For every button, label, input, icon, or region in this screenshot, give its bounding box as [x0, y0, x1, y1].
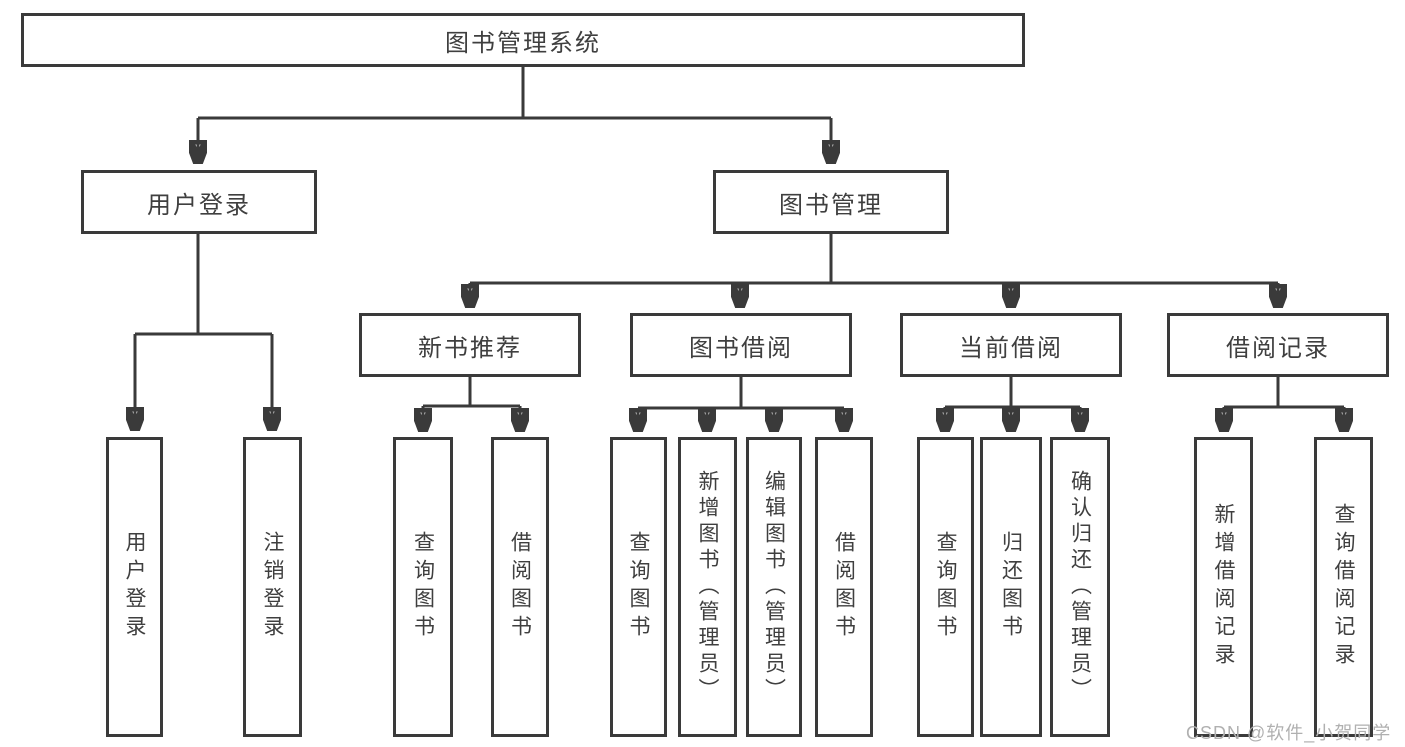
- node-user-login: 用户登录: [81, 170, 317, 234]
- leaf-borrow-add-books-admin: 新增图书（管理员）: [678, 437, 737, 737]
- node-new-book-recommend: 新书推荐: [359, 313, 581, 377]
- watermark: CSDN @软件_小贺同学: [1186, 723, 1392, 743]
- node-current-borrow: 当前借阅: [900, 313, 1122, 377]
- leaf-current-query-books: 查询图书: [917, 437, 974, 737]
- node-book-management: 图书管理: [713, 170, 949, 234]
- leaf-recommend-query-books: 查询图书: [393, 437, 453, 737]
- leaf-records-query-record: 查询借阅记录: [1314, 437, 1373, 737]
- leaf-records-add-record: 新增借阅记录: [1194, 437, 1253, 737]
- leaf-borrow-edit-books-admin: 编辑图书（管理员）: [746, 437, 802, 737]
- leaf-recommend-borrow-books: 借阅图书: [491, 437, 549, 737]
- node-book-borrow: 图书借阅: [630, 313, 852, 377]
- node-borrow-records: 借阅记录: [1167, 313, 1389, 377]
- leaf-current-return-books: 归还图书: [980, 437, 1042, 737]
- node-root: 图书管理系统: [21, 13, 1025, 67]
- leaf-current-confirm-return-admin: 确认归还（管理员）: [1050, 437, 1110, 737]
- leaf-borrow-borrow-books: 借阅图书: [815, 437, 873, 737]
- leaf-borrow-query-books: 查询图书: [610, 437, 667, 737]
- leaf-user-login: 用户登录: [106, 437, 163, 737]
- leaf-logout: 注销登录: [243, 437, 302, 737]
